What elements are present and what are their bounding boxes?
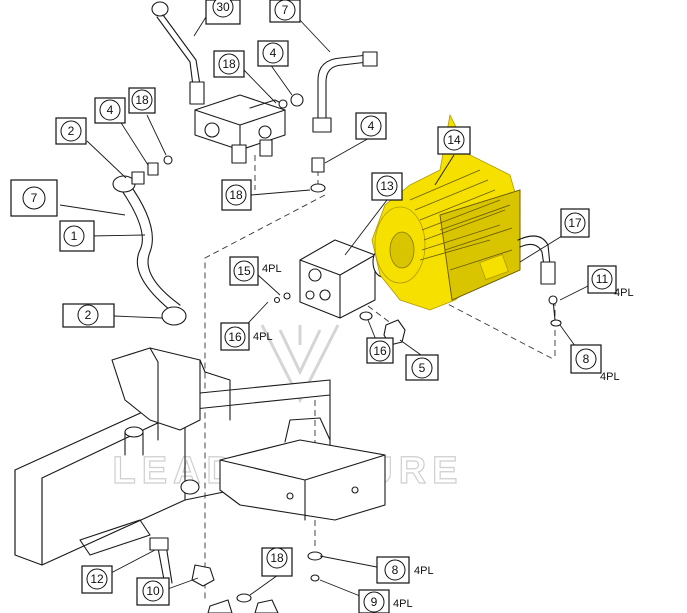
- svg-text:4PL: 4PL: [600, 371, 620, 383]
- svg-text:4: 4: [368, 119, 375, 133]
- callout-11: 11 4PL: [587, 265, 634, 299]
- callout-4-right: 4: [355, 112, 387, 140]
- callout-8-right: 8 4PL: [570, 344, 620, 383]
- callout-5: 5: [405, 354, 439, 381]
- svg-text:16: 16: [373, 344, 387, 358]
- mounting-frame: [14, 347, 386, 566]
- valve-lever: [151, 1, 205, 105]
- svg-text:15: 15: [237, 264, 251, 278]
- callout-9: 9 4PL: [358, 589, 413, 613]
- callout-2-lower: 2: [62, 303, 115, 328]
- hose-top: [278, 51, 378, 133]
- callout-15: 15 4PL: [229, 256, 282, 286]
- svg-text:18: 18: [135, 93, 149, 107]
- svg-text:4PL: 4PL: [414, 565, 434, 577]
- motor-bolts: [548, 295, 562, 327]
- svg-text:18: 18: [270, 551, 284, 565]
- callout-18-upper: 18: [213, 50, 245, 78]
- svg-text:4PL: 4PL: [262, 263, 282, 275]
- callouts: 30 7 18 4 4 18: [10, 0, 634, 613]
- svg-text:16: 16: [228, 330, 242, 344]
- callout-13: 13: [371, 172, 403, 201]
- callout-1: 1: [59, 220, 95, 252]
- svg-text:7: 7: [31, 191, 38, 205]
- callout-12: 12: [81, 565, 113, 594]
- svg-text:7: 7: [282, 3, 289, 17]
- svg-text:4PL: 4PL: [614, 287, 634, 299]
- svg-text:18: 18: [229, 188, 243, 202]
- svg-text:2: 2: [85, 308, 92, 322]
- callout-4-left: 4: [94, 97, 126, 124]
- svg-text:4PL: 4PL: [253, 331, 273, 343]
- lower-hardware: [149, 537, 323, 613]
- svg-text:10: 10: [146, 584, 160, 598]
- svg-text:4: 4: [107, 103, 114, 117]
- svg-text:5: 5: [419, 361, 426, 375]
- callout-8-bottom: 8 4PL: [376, 556, 434, 584]
- svg-text:13: 13: [380, 179, 394, 193]
- svg-text:11: 11: [596, 272, 609, 286]
- callout-14: 14: [437, 126, 471, 155]
- svg-text:12: 12: [90, 572, 104, 586]
- callout-7-top: 7: [269, 0, 301, 23]
- svg-text:8: 8: [392, 563, 399, 577]
- callout-18-middle: 18: [221, 179, 252, 211]
- svg-text:30: 30: [216, 0, 230, 14]
- electric-motor-highlighted: [371, 113, 521, 311]
- svg-text:4PL: 4PL: [393, 598, 413, 610]
- leader-lines: [59, 16, 591, 597]
- svg-text:2: 2: [68, 124, 75, 138]
- callout-18-bottom: 18: [261, 547, 293, 577]
- svg-text:17: 17: [568, 216, 582, 230]
- svg-text:18: 18: [222, 57, 236, 71]
- callout-18-left: 18: [128, 87, 156, 114]
- fittings-upper: [147, 155, 326, 193]
- svg-text:9: 9: [371, 595, 378, 609]
- svg-text:8: 8: [583, 352, 590, 366]
- hose-left: [112, 171, 187, 326]
- callout-10: 10: [136, 577, 170, 606]
- callout-17: 17: [560, 208, 590, 238]
- callout-7-left: 7: [10, 179, 58, 217]
- callout-16-left: 16 4PL: [220, 322, 273, 351]
- svg-text:14: 14: [447, 133, 461, 147]
- callout-30: 30: [205, 0, 241, 25]
- control-valve: [194, 94, 286, 164]
- svg-text:1: 1: [71, 229, 78, 243]
- svg-text:4: 4: [270, 46, 277, 60]
- callout-4-upper: 4: [257, 40, 289, 67]
- callout-16-right: 16: [366, 337, 394, 364]
- callout-2-upper: 2: [55, 117, 87, 145]
